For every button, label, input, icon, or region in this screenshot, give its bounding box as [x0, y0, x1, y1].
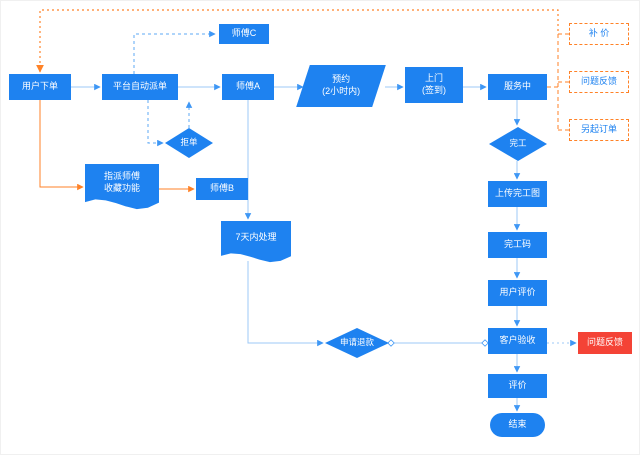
edge-dispatch-to-masterC [133, 30, 216, 74]
node-end: 结束 [490, 413, 545, 437]
node-customer-accept: 客户验收 [488, 328, 547, 354]
appointment-line2: (2小时内) [322, 86, 360, 96]
node-extra-price-label: 补 价 [588, 28, 610, 39]
node-end-label: 结束 [508, 419, 527, 430]
node-master-c: 师傅C [219, 24, 269, 44]
node-master-c-label: 师傅C [231, 28, 257, 39]
assign-master-line2: 收藏功能 [103, 182, 140, 193]
node-visit-label: 上门 (签到) [422, 73, 446, 96]
node-master-a: 师傅A [222, 74, 274, 100]
edge-user-to-assign [39, 100, 84, 191]
edge-loop-to-userorder [36, 9, 559, 73]
node-extra-price: 补 价 [569, 23, 629, 45]
node-master-a-label: 师傅A [235, 81, 260, 92]
node-user-order-label: 用户下单 [21, 81, 58, 92]
node-feedback-bottom: 问题反馈 [578, 332, 632, 354]
node-assign-master-label: 指派师傅 收藏功能 [104, 171, 140, 194]
node-separate-order-label: 另起订单 [580, 124, 617, 135]
node-appointment: 预约 (2小时内) [296, 65, 386, 107]
node-customer-accept-label: 客户验收 [499, 335, 536, 346]
node-review: 评价 [488, 374, 547, 398]
node-user-review-label: 用户评价 [499, 287, 536, 298]
node-seven-days-label: 7天内处理 [235, 231, 277, 242]
node-upload-photo: 上传完工图 [488, 181, 547, 207]
node-feedback-top: 问题反馈 [569, 71, 629, 93]
node-finish-code-label: 完工码 [503, 239, 531, 250]
node-feedback-bottom-label: 问题反馈 [586, 337, 623, 348]
node-user-review: 用户评价 [488, 280, 547, 306]
visit-line1: 上门 [424, 73, 443, 84]
node-upload-photo-label: 上传完工图 [494, 188, 540, 199]
node-feedback-top-label: 问题反馈 [580, 76, 617, 87]
node-separate-order: 另起订单 [569, 119, 629, 141]
node-review-label: 评价 [508, 380, 527, 391]
visit-line2: (签到) [422, 85, 446, 95]
appointment-line1: 预约 [331, 74, 350, 85]
node-master-b: 师傅B [196, 178, 248, 200]
node-appointment-label: 预约 (2小时内) [322, 74, 360, 97]
edge-sevendays-to-refund [247, 261, 324, 347]
node-finish-code: 完工码 [488, 232, 547, 258]
node-visit: 上门 (签到) [405, 67, 463, 103]
node-auto-dispatch-label: 平台自动派单 [112, 81, 167, 92]
node-finish-label: 完工 [509, 138, 527, 149]
node-master-b-label: 师傅B [209, 183, 234, 194]
node-in-service: 服务中 [488, 74, 547, 100]
node-user-order: 用户下单 [9, 74, 71, 100]
assign-master-line1: 指派师傅 [103, 170, 140, 181]
node-refund-label: 申请退款 [339, 337, 374, 348]
edge-dispatch-to-reject [147, 100, 164, 147]
node-auto-dispatch: 平台自动派单 [102, 74, 178, 100]
node-in-service-label: 服务中 [503, 81, 531, 92]
node-reject-label: 拒单 [180, 137, 198, 148]
